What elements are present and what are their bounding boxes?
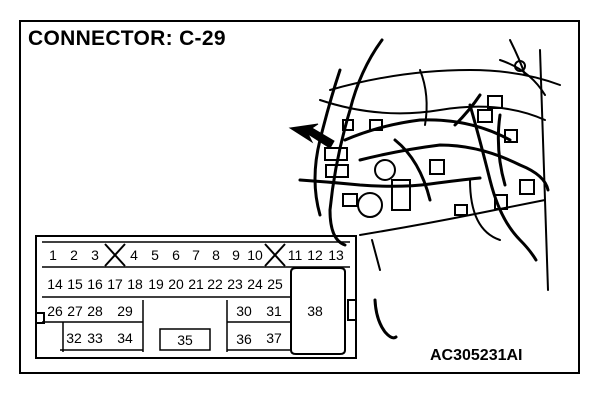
pin-20: 20: [168, 276, 184, 292]
pin-25: 25: [267, 276, 283, 292]
pin-27: 27: [67, 303, 83, 319]
pin-30: 30: [236, 303, 252, 319]
pin-14: 14: [47, 276, 63, 292]
pin-18: 18: [127, 276, 143, 292]
pin-24: 24: [247, 276, 263, 292]
pin-7: 7: [192, 247, 200, 263]
pin-22: 22: [207, 276, 223, 292]
pin-10: 10: [247, 247, 263, 263]
pin-33: 33: [87, 330, 103, 346]
pin-3: 3: [91, 247, 99, 263]
pin-21: 21: [188, 276, 204, 292]
pin-2: 2: [70, 247, 78, 263]
pin-13: 13: [328, 247, 344, 263]
pin-8: 8: [212, 247, 220, 263]
pin-34: 34: [117, 330, 133, 346]
pin-23: 23: [227, 276, 243, 292]
pin-31: 31: [266, 303, 282, 319]
pin-12: 12: [307, 247, 323, 263]
pin-32: 32: [66, 330, 82, 346]
pin-17: 17: [107, 276, 123, 292]
pin-4: 4: [130, 247, 138, 263]
pin-1: 1: [49, 247, 57, 263]
pin-36: 36: [236, 331, 252, 347]
pin-9: 9: [232, 247, 240, 263]
pin-29: 29: [117, 303, 133, 319]
pin-6: 6: [172, 247, 180, 263]
pin-5: 5: [151, 247, 159, 263]
pin-19: 19: [148, 276, 164, 292]
pin-26: 26: [47, 303, 63, 319]
pin-38: 38: [307, 303, 323, 319]
diagram-frame: [19, 20, 580, 374]
figure-code: AC305231AI: [430, 347, 523, 364]
pin-35: 35: [177, 332, 193, 348]
connector-title: CONNECTOR: C-29: [28, 27, 226, 50]
pin-11: 11: [288, 247, 303, 263]
pin-28: 28: [87, 303, 103, 319]
pin-37: 37: [266, 330, 282, 346]
pin-15: 15: [67, 276, 83, 292]
pin-16: 16: [87, 276, 103, 292]
